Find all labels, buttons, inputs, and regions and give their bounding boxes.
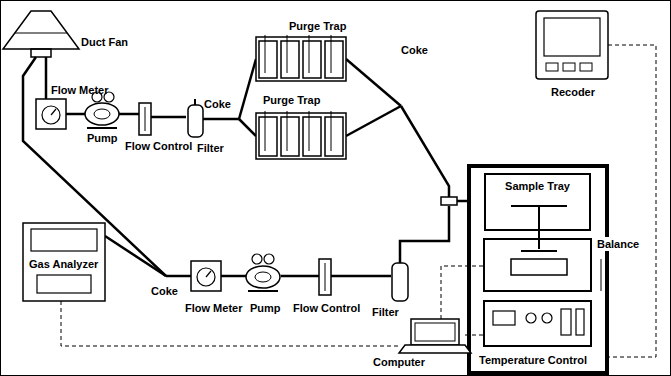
label-text: Gas Analyzer [29,257,98,271]
sample-tray-box: Sample Tray [484,173,591,231]
label-text: Recoder [551,85,595,99]
label-text: Coke [204,97,231,111]
label-text: Flow Meter [185,301,242,315]
label-text: Coke [151,284,178,298]
label-text: Filter [197,141,224,155]
label-text: Temperature Control [479,353,587,367]
label-text: Purge Trap [289,19,346,33]
label-text: Duct Fan [81,35,128,49]
label-text: Computer [373,355,425,369]
label-text: Purge Trap [263,93,320,107]
label-text: Coke [401,43,428,57]
node-label: Sample Tray [486,175,589,193]
label-text: Flow Meter [51,83,108,97]
label-text: Pump [87,131,118,145]
label-text: Flow Control [293,301,360,315]
label-text: Balance [595,237,641,251]
label-text: Filter [372,305,399,319]
label-text: Flow Control [125,139,192,153]
label-text: Pump [250,301,281,315]
